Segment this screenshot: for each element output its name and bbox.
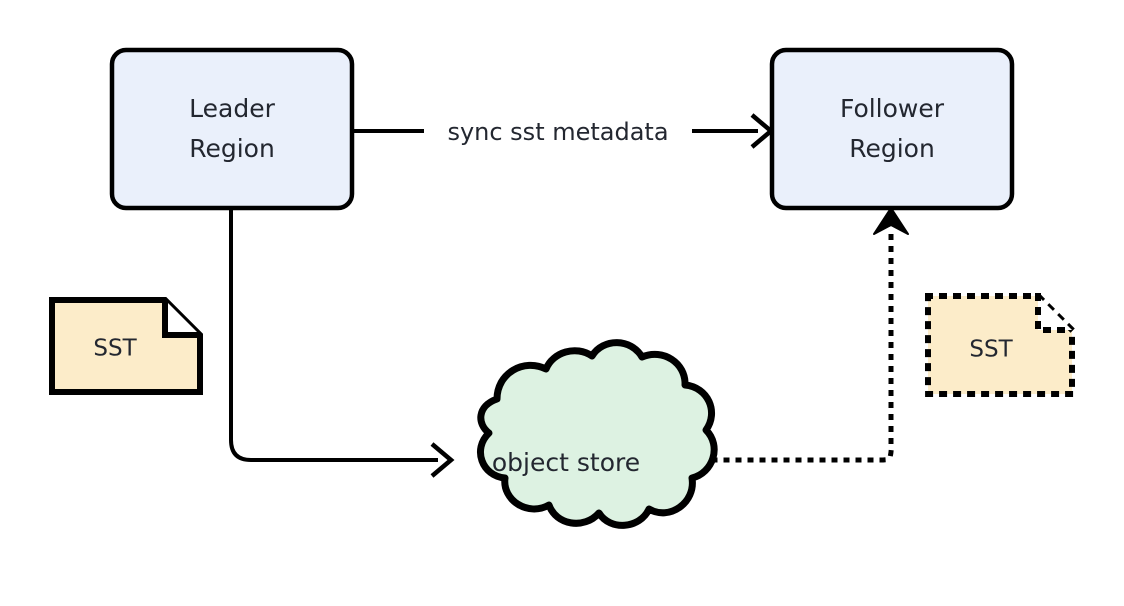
node-leader-region[interactable]: Leader Region xyxy=(109,47,355,211)
follower-region-label-line2: Region xyxy=(849,134,935,163)
node-sst-follower[interactable]: SST xyxy=(925,293,1075,397)
follower-region-label-line1: Follower xyxy=(840,94,945,123)
leader-region-label-line1: Leader xyxy=(189,94,275,123)
sst-follower-label: SST xyxy=(969,337,1013,363)
sst-follower-note-body[interactable] xyxy=(925,293,1075,397)
edge-store-follower-arrowhead xyxy=(873,207,909,235)
node-object-store[interactable]: object store xyxy=(476,339,718,529)
follower-region-box[interactable] xyxy=(769,47,1015,211)
edge-object-store-to-follower xyxy=(687,207,909,463)
edge-store-follower-path xyxy=(687,225,894,463)
node-follower-region[interactable]: Follower Region xyxy=(769,47,1015,211)
sst-leader-label: SST xyxy=(93,336,137,362)
edge-leader-store-path xyxy=(229,209,438,462)
edge-leader-store-arrowhead xyxy=(430,442,455,478)
sst-leader-note-fold xyxy=(162,300,200,338)
edge-sync-label: sync sst metadata xyxy=(447,118,668,146)
object-store-label: object store xyxy=(492,448,640,477)
edge-leader-to-object-store xyxy=(229,209,455,478)
leader-region-box[interactable] xyxy=(109,47,355,211)
object-store-cloud-shape[interactable] xyxy=(476,339,718,529)
leader-region-label-line2: Region xyxy=(189,134,275,163)
edge-sync-sst-metadata: sync sst metadata xyxy=(354,113,775,149)
node-sst-leader[interactable]: SST xyxy=(49,297,203,395)
sst-follower-note-fold xyxy=(1035,293,1075,333)
